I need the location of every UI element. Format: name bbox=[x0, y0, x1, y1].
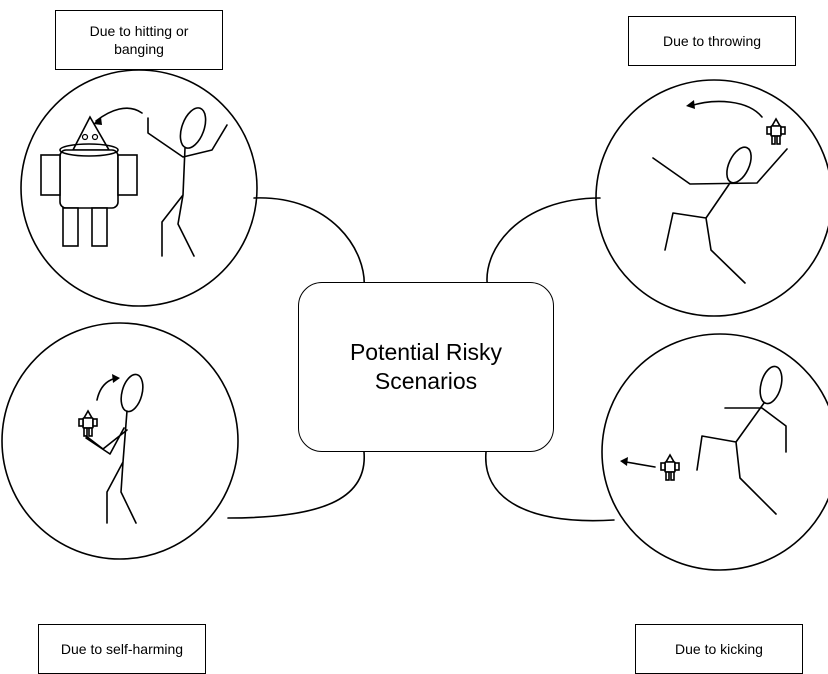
center-title-line1: Potential Risky bbox=[349, 339, 503, 365]
scenario-label-kicking: Due to kicking bbox=[635, 624, 803, 674]
robot-icon bbox=[766, 117, 786, 145]
curved-arrow-icon bbox=[93, 107, 143, 125]
curved-arrow-icon bbox=[686, 100, 763, 118]
center-title-line2: Scenarios bbox=[374, 368, 478, 394]
scenario-circle-self-harming bbox=[1, 322, 239, 560]
stick-figure-icon bbox=[85, 373, 144, 524]
straight-arrow-icon bbox=[620, 457, 656, 468]
scenario-label-hitting: Due to hitting or banging bbox=[55, 10, 223, 70]
curved-arrow-icon bbox=[96, 374, 120, 401]
center-topic-box: Potential Risky Scenarios bbox=[298, 282, 554, 452]
risky-scenarios-diagram bbox=[1, 69, 828, 571]
connector-throwing bbox=[486, 197, 601, 291]
scenario-circle-kicking bbox=[601, 333, 828, 571]
robot-icon bbox=[660, 453, 680, 481]
scenario-label-hitting-line2: banging bbox=[114, 41, 164, 57]
scenario-label-throwing: Due to throwing bbox=[628, 16, 796, 66]
scenario-label-self-harming: Due to self-harming bbox=[38, 624, 206, 674]
scenario-label-throwing-text: Due to throwing bbox=[662, 33, 762, 49]
scenario-circle-throwing bbox=[595, 79, 828, 317]
scenario-label-hitting-line1: Due to hitting or bbox=[89, 23, 189, 39]
scenario-circle-hitting bbox=[20, 69, 258, 307]
connector-kicking bbox=[485, 451, 615, 522]
connector-hitting bbox=[253, 197, 366, 291]
scenario-label-self-harming-text: Due to self-harming bbox=[60, 641, 184, 657]
stick-figure-icon bbox=[652, 146, 788, 284]
connector-self-harming bbox=[227, 451, 365, 519]
robot-icon bbox=[78, 409, 98, 437]
stick-figure-icon bbox=[696, 365, 787, 515]
robot-icon bbox=[40, 115, 138, 247]
scenario-label-kicking-text: Due to kicking bbox=[675, 641, 763, 657]
stick-figure-icon bbox=[147, 107, 228, 257]
